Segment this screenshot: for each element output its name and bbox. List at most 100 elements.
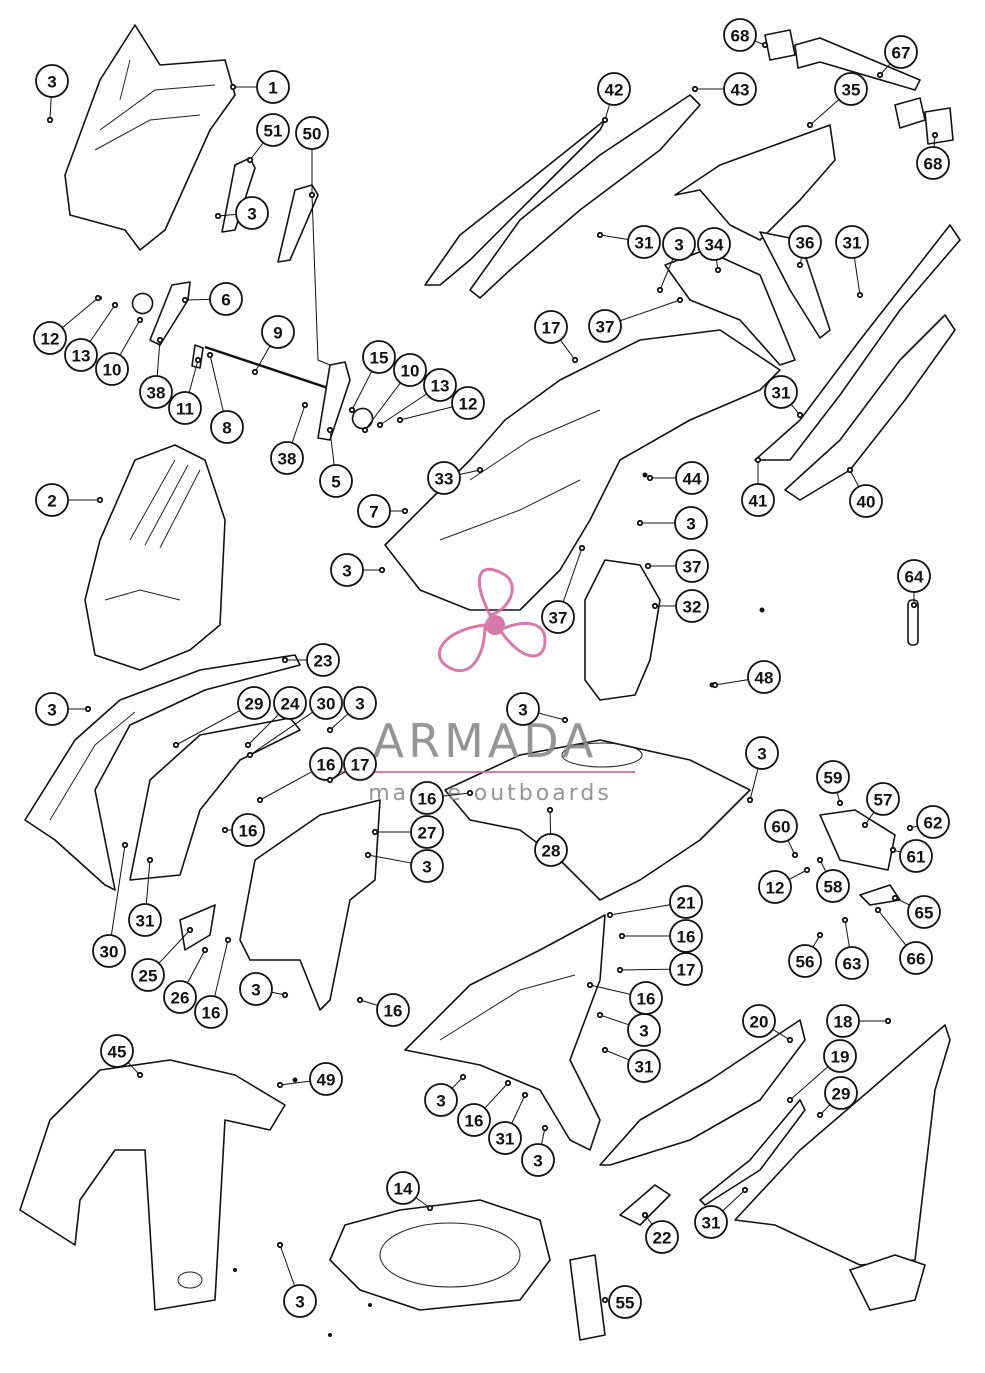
callout-leader-line (442, 792, 471, 797)
callout-bubble (741, 483, 775, 517)
callout-c12a: 12 (33, 294, 102, 355)
callout-leader-line (329, 429, 335, 466)
callout-number: 3 (47, 73, 56, 92)
callout-leader-line (214, 939, 229, 997)
callout-leader-dot (186, 926, 194, 934)
callout-number: 3 (47, 701, 56, 720)
callout-c16e: 16 (356, 993, 410, 1027)
callout-number: 59 (824, 769, 843, 788)
callout-bubble (723, 18, 757, 52)
callout-leader-dot (578, 544, 586, 552)
callout-number: 31 (496, 1130, 515, 1149)
callout-number: 68 (731, 27, 750, 46)
callout-bubble (309, 1062, 343, 1096)
callout-leader-dot (596, 1011, 604, 1019)
callout-leader-dot (136, 316, 144, 324)
callout-c19: 19 (786, 1039, 857, 1104)
callout-bubble (256, 70, 290, 104)
callout-c38a: 38 (139, 336, 173, 409)
callout-c3a: 3 (35, 64, 69, 124)
callout-number: 33 (435, 470, 454, 489)
callout-c15: 15 (348, 340, 396, 414)
callout-leader-dot (646, 474, 654, 482)
callout-leader-dot (276, 1081, 284, 1089)
callout-bubble (273, 686, 307, 720)
callout-c26: 26 (163, 946, 209, 1014)
callout-bubble (451, 386, 485, 420)
callout-leader-dot (601, 1046, 609, 1054)
watermark-tagline: marine outboards (368, 781, 612, 806)
callout-bubble (100, 1034, 134, 1068)
callout-c16f: 16 (618, 919, 703, 953)
callout-leader-dot (229, 83, 237, 91)
callout-number: 10 (103, 361, 122, 380)
callout-number: 3 (757, 745, 766, 764)
callout-leader-dot (891, 894, 899, 902)
callout-leader-line (249, 711, 314, 756)
callout-number: 13 (72, 347, 91, 366)
callout-leader-line (849, 469, 860, 488)
callout-number: 45 (108, 1043, 127, 1062)
callout-number: 16 (637, 990, 656, 1009)
callout-leader-dot (836, 799, 844, 807)
callout-bubble (194, 995, 228, 1029)
callout-bubble (92, 934, 126, 968)
callout-leader-line (714, 679, 749, 686)
callout-number: 68 (924, 155, 943, 174)
callout-c31b: 31 (596, 225, 661, 259)
callout-bubble (506, 692, 540, 726)
part-front-fender (19, 1059, 286, 1311)
callout-leader-line (749, 768, 759, 801)
callout-number: 41 (749, 492, 768, 511)
callout-leader-line (619, 968, 671, 971)
callout-leader-dot (796, 261, 804, 269)
callout-c67: 67 (876, 35, 918, 79)
callout-bubble (410, 815, 444, 849)
callout-bubble (824, 1076, 858, 1110)
part-side-panel (239, 799, 381, 1011)
callout-number: 22 (653, 1229, 672, 1248)
callout-leader-dot (364, 851, 372, 859)
callout-leader-dot (803, 866, 811, 874)
callout-number: 50 (303, 125, 322, 144)
callout-bubble (899, 941, 933, 975)
part-windscreen (64, 24, 236, 251)
callout-c37a: 37 (588, 296, 684, 343)
callout-c64: 64 (897, 559, 931, 609)
callout-leader-line (291, 404, 306, 444)
part-adjuster-hardware (98, 281, 402, 441)
callout-number: 51 (264, 122, 283, 141)
callout-bubble (669, 919, 703, 953)
callout-leader-dot (746, 796, 754, 804)
callout-leader-line (877, 909, 907, 946)
part-tail-side-panels (424, 94, 701, 299)
callout-leader-dot (121, 841, 129, 849)
callout-leader-line (49, 96, 52, 121)
callout-leader-dot (906, 824, 914, 832)
callout-leader-line (788, 869, 808, 880)
callout-bubble (758, 870, 792, 904)
callout-leader-line (599, 1014, 630, 1026)
callout-leader-dot (281, 656, 289, 664)
callout-c34: 34 (697, 227, 731, 274)
callout-bubble (235, 196, 269, 230)
callout-leader-dot (676, 296, 684, 304)
callout-leader-dot (910, 601, 918, 609)
callout-c49: 49 (276, 1062, 343, 1096)
callout-c3m: 3 (276, 1241, 317, 1318)
callout-leader-dot (656, 286, 664, 294)
callout-leader-dot (786, 1036, 794, 1044)
callout-number: 66 (907, 950, 926, 969)
callout-c3h: 3 (364, 849, 444, 883)
callout-c1: 1 (229, 70, 290, 104)
part-rear-undertray (384, 329, 781, 611)
callout-leader-line (511, 1094, 526, 1124)
callout-number: 31 (843, 234, 862, 253)
callout-leader-line (188, 359, 199, 393)
callout-c24: 24 (244, 686, 307, 749)
callout-bubble (357, 494, 391, 528)
callout-bubble (534, 833, 568, 867)
callout-leader-line (184, 298, 211, 301)
callout-c40: 40 (846, 466, 883, 518)
callout-leader-line (61, 297, 99, 329)
